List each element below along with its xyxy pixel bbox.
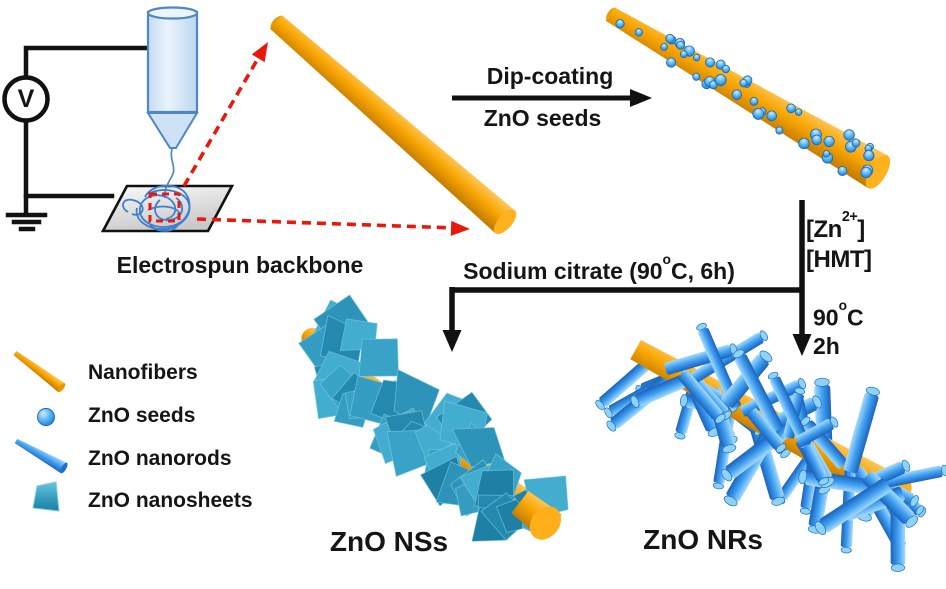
magnify-arrow-lower [196,217,470,236]
zn-bracket-close: ] [857,216,865,243]
legend-label-nanofibers: Nanofibers [88,361,198,384]
zn-charge-sup: 2+ [841,209,858,226]
reagent-bracket-label: [Zn2+] [HMT] [806,209,872,275]
legend-label-zno-seeds: ZnO seeds [88,404,196,427]
citrate-text-post: C, 6h) [670,258,735,284]
circuit-wire-bottom [23,117,115,199]
zno-nss-product-label: ZnO NSs [329,526,449,557]
voltmeter-label: V [17,85,35,113]
nanorod-layer-front [630,322,946,572]
nanofiber-icon [13,350,66,393]
seeded-nanofiber [605,7,891,189]
hmt-reagent-line: [HMT] [806,246,872,273]
legend-label-zno-nanorods: ZnO nanorods [88,447,232,470]
polymer-jet [163,148,175,199]
zno-nrs-product-label: ZnO NRs [643,524,763,555]
degree-sup: o [662,251,671,267]
zno-seed-icon [37,408,55,426]
ground-icon [5,193,48,232]
zn-text: [Zn [806,216,842,243]
zno-seeds-step-label: ZnO seeds [483,105,602,131]
citrate-text: Sodium citrate (90 [463,258,663,284]
syringe [146,6,199,199]
zno-nanorod-icon [14,438,68,474]
zno-seed-layer [615,19,875,179]
circuit-wire-top [23,45,151,81]
zoom-highlight-box [148,192,181,223]
dip-coating-arrow [452,89,652,107]
temp-degree-sup: o [838,298,848,314]
zno-nanorod-fiber [595,322,946,572]
voltmeter-circle [2,75,50,123]
sodium-citrate-label: Sodium citrate (90oC, 6h) [434,252,764,285]
zno-nanosheet-icon [32,481,60,512]
syringe-tip [146,112,199,149]
nanofiber [270,15,517,235]
temp-unit: C [847,304,864,331]
temperature-line: 90oC [813,298,864,332]
zn-reagent-line: [Zn2+] [806,209,871,245]
electrospun-backbone-label: Electrospun backbone [116,252,364,278]
reaction-branch-arrows [442,200,812,356]
dip-coating-label: Dip-coating [486,63,614,89]
legend-label-zno-nanosheets: ZnO nanosheets [88,489,253,512]
temp-value: 90 [813,304,839,331]
hydrothermal-condition-label: 90oC 2h [813,298,864,360]
zno-nanosheet-fiber [298,294,569,542]
electrospinning-apparatus [2,45,151,232]
time-line: 2h [813,332,840,359]
magnify-arrow-upper [182,42,268,187]
